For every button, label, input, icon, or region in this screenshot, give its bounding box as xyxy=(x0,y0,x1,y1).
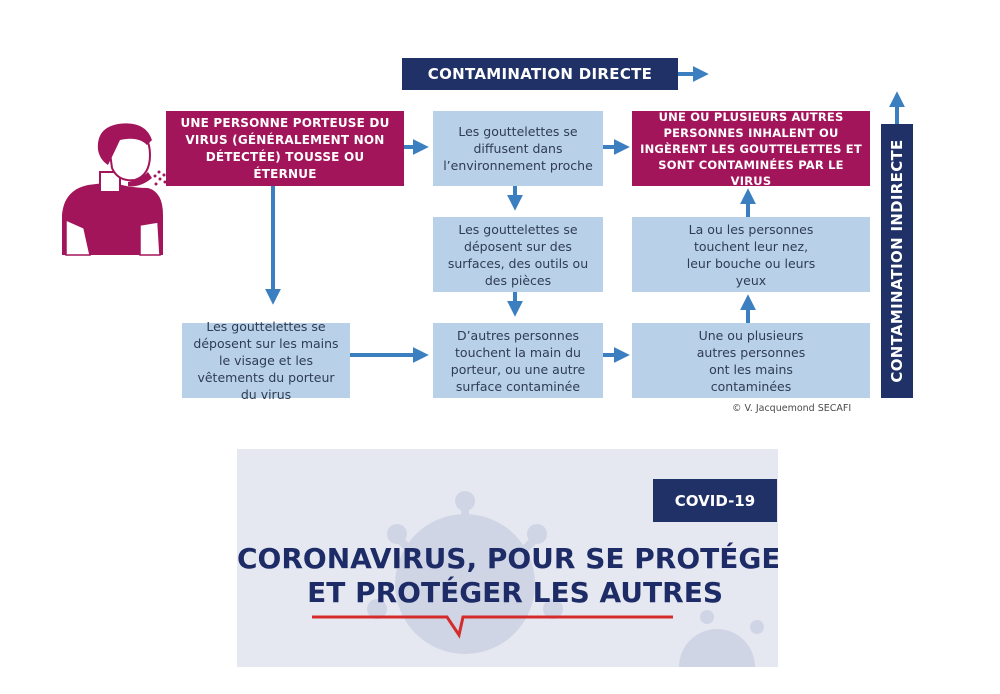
covid-badge-text: COVID-19 xyxy=(674,491,756,510)
banner-title-line2: ET PROTÉGER LES AUTRES xyxy=(307,576,723,609)
step-touch-face-box: La ou les personnes touchent leur nez, l… xyxy=(632,217,870,292)
step-diffuse-text: Les gouttelettes se diffusent dans l’env… xyxy=(443,124,593,173)
step-contaminated-hands-text: Une ou plusieurs autres personnes ont le… xyxy=(696,327,806,394)
step-touch-face-text: La ou les personnes touchent leur nez, l… xyxy=(686,221,816,288)
credit-text: © V. Jacquemond SECAFI xyxy=(732,403,852,414)
source-box-text: UNE PERSONNE PORTEUSE DU VIRUS (GÉNÉRALE… xyxy=(180,115,390,181)
step-contaminated-hands-box: Une ou plusieurs autres personnes ont le… xyxy=(632,323,870,398)
speech-underline xyxy=(312,615,673,639)
direct-contamination-label: CONTAMINATION DIRECTE xyxy=(402,58,678,90)
result-box-text: UNE OU PLUSIEURS AUTRES PERSONNES INHALE… xyxy=(640,109,862,188)
step-hands-box: Les gouttelettes se déposent sur les mai… xyxy=(182,319,350,402)
covid-banner: COVID-19 CORONAVIRUS, POUR SE PROTÉGER E… xyxy=(237,449,778,667)
indirect-contamination-label: CONTAMINATION INDIRECTE xyxy=(881,124,913,398)
covid-badge: COVID-19 xyxy=(653,479,777,522)
source-box: UNE PERSONNE PORTEUSE DU VIRUS (GÉNÉRALE… xyxy=(166,111,404,186)
result-box: UNE OU PLUSIEURS AUTRES PERSONNES INHALE… xyxy=(632,109,870,188)
banner-title-line1: CORONAVIRUS, POUR SE PROTÉGER xyxy=(237,542,778,575)
step-others-touch-box: D’autres personnes touchent la main du p… xyxy=(433,323,603,398)
step-surfaces-box: Les gouttelettes se déposent sur des sur… xyxy=(433,217,603,292)
indirect-contamination-text: CONTAMINATION INDIRECTE xyxy=(888,139,906,383)
step-diffuse-box: Les gouttelettes se diffusent dans l’env… xyxy=(433,111,603,186)
virus-background-icon xyxy=(367,491,764,667)
step-others-touch-text: D’autres personnes touchent la main du p… xyxy=(450,327,586,394)
direct-contamination-text: CONTAMINATION DIRECTE xyxy=(427,65,653,83)
coughing-person-illustration xyxy=(62,123,167,256)
step-hands-text: Les gouttelettes se déposent sur les mai… xyxy=(193,319,339,402)
step-surfaces-text: Les gouttelettes se déposent sur des sur… xyxy=(447,221,589,288)
